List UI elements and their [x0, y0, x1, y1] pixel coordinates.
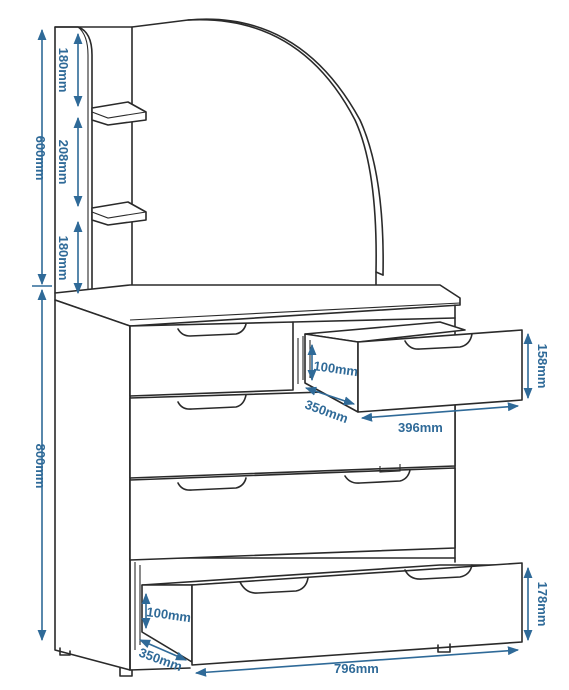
large-drawer-handle: [404, 564, 473, 580]
label-large-drawer-depth: 100mm: [146, 604, 192, 625]
drawer-top-left: [129, 321, 294, 397]
dimension-lines: [32, 28, 533, 677]
drawer-2-handle: [177, 394, 247, 410]
small-drawer-handle: [404, 333, 473, 350]
cabinet: [54, 284, 461, 677]
foot-front-left: [119, 667, 133, 677]
drawer-top-left-handle: [177, 323, 247, 337]
cabinet-left-side: [54, 299, 131, 671]
drawer-3-handle: [344, 469, 411, 484]
label-small-drawer-width: 396mm: [398, 420, 443, 435]
label-hutch-height: 600mm: [33, 136, 48, 181]
label-large-drawer-height: 178mm: [535, 582, 550, 627]
small-drawer-front: [357, 329, 523, 413]
label-shelf-gap-bottom: 180mm: [56, 236, 71, 281]
hutch-arch: [54, 18, 384, 276]
shelf-bottom: [91, 201, 147, 226]
foot-left: [59, 647, 71, 656]
label-large-drawer-width: 796mm: [334, 661, 379, 676]
label-small-drawer-height: 158mm: [535, 344, 550, 389]
shelf-top: [91, 101, 147, 126]
label-shelf-gap-top: 180mm: [56, 48, 71, 93]
label-base-height: 800mm: [33, 444, 48, 489]
hutch: [54, 18, 384, 301]
label-small-drawer-depth: 100mm: [313, 358, 359, 379]
drawer-3: [129, 467, 456, 561]
open-large-drawer: [141, 562, 523, 666]
large-drawer-front: [191, 562, 523, 666]
label-shelf-gap-middle: 208mm: [56, 140, 71, 185]
